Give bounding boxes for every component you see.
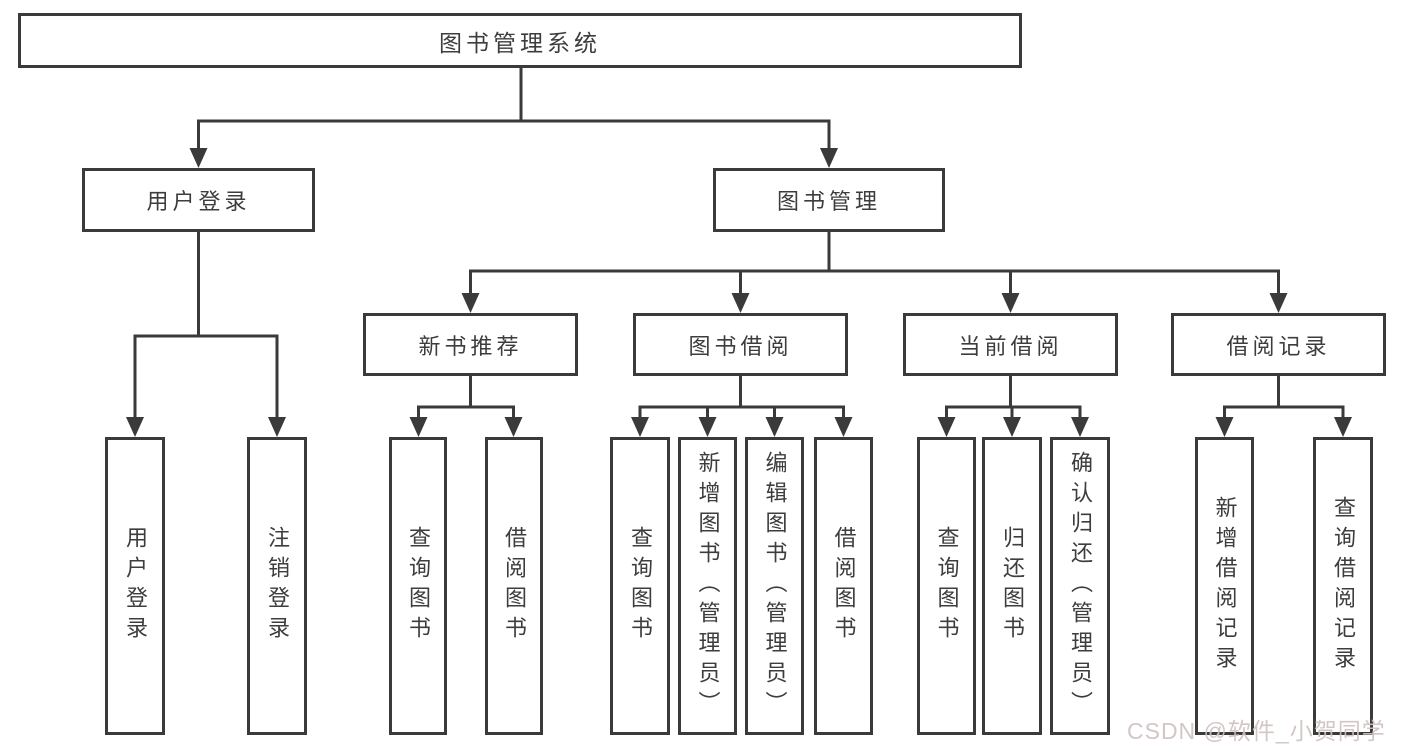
node-new-book-recommendation: 新书推荐 bbox=[363, 313, 578, 376]
leaf-borrowing-query-books: 查询图书 bbox=[610, 437, 670, 735]
node-borrowing-records: 借阅记录 bbox=[1171, 313, 1386, 376]
leaf-borrowing-borrow-books: 借阅图书 bbox=[814, 437, 873, 735]
leaf-borrowing-add-books-admin: 新增图书（管理员） bbox=[678, 437, 737, 735]
leaf-current-confirm-return-admin: 确认归还（管理员） bbox=[1050, 437, 1110, 735]
node-user-login-group: 用户登录 bbox=[82, 168, 315, 232]
csdn-watermark: CSDN @软件_小贺同学 bbox=[1127, 718, 1386, 744]
arrowhead-icons bbox=[126, 148, 1352, 437]
leaf-logout: 注销登录 bbox=[247, 437, 307, 735]
leaf-borrowing-edit-books-admin: 编辑图书（管理员） bbox=[745, 437, 804, 735]
leaf-recommend-query-books: 查询图书 bbox=[389, 437, 447, 735]
leaf-records-query-borrow-record: 查询借阅记录 bbox=[1313, 437, 1373, 735]
leaf-current-return-books: 归还图书 bbox=[982, 437, 1042, 735]
leaf-user-login: 用户登录 bbox=[105, 437, 165, 735]
node-library-management-system: 图书管理系统 bbox=[18, 13, 1022, 68]
leaf-recommend-borrow-books: 借阅图书 bbox=[485, 437, 543, 735]
leaf-current-query-books: 查询图书 bbox=[917, 437, 976, 735]
node-book-management: 图书管理 bbox=[713, 168, 945, 232]
node-book-borrowing: 图书借阅 bbox=[633, 313, 848, 376]
node-current-borrowing: 当前借阅 bbox=[903, 313, 1118, 376]
leaf-records-add-borrow-record: 新增借阅记录 bbox=[1195, 437, 1254, 735]
